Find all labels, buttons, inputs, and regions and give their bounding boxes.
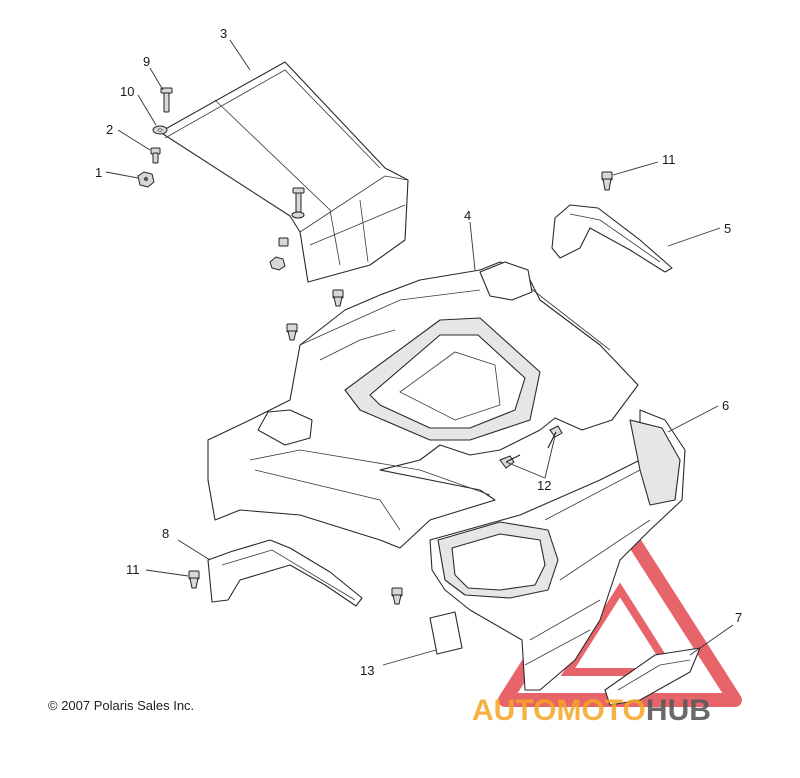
fastener-11-lower [188, 570, 200, 589]
hardware-nut-1 [137, 171, 155, 188]
fastener-11-upper [601, 171, 613, 191]
leader-lines [105, 39, 734, 666]
callout-3: 3 [220, 26, 227, 41]
part-3-storage-lid [159, 61, 409, 283]
screw-12-b [547, 425, 563, 449]
fastener-body-b [286, 323, 298, 341]
watermark-hub: HUB [645, 694, 711, 727]
callout-7: 7 [735, 610, 742, 625]
part-8-left-rail [207, 539, 363, 607]
callout-6: 6 [722, 398, 729, 413]
callout-1: 1 [95, 165, 102, 180]
hardware-screw-2 [150, 147, 161, 164]
fastener-body-a [332, 289, 344, 307]
callout-11-upper: 11 [662, 152, 676, 167]
callout-13: 13 [360, 663, 374, 678]
fastener-body-c [391, 587, 403, 605]
part-5-right-rail [551, 204, 673, 273]
part-4-rear-body [207, 261, 639, 549]
part-13-decal [429, 611, 463, 655]
callout-11-lower: 11 [126, 562, 140, 577]
part-7-plate [604, 647, 701, 706]
callout-12: 12 [537, 478, 551, 493]
callout-10: 10 [120, 84, 134, 99]
callout-8: 8 [162, 526, 169, 541]
hardware-washer-10 [152, 125, 168, 135]
callout-5: 5 [724, 221, 731, 236]
watermark-auto: AUTO [472, 694, 557, 727]
watermark-moto: MOTO [556, 694, 646, 727]
copyright-text: © 2007 Polaris Sales Inc. [48, 698, 195, 713]
hardware-bolt-lid [269, 187, 305, 271]
callout-2: 2 [106, 122, 113, 137]
callouts: 1 2 3 4 5 6 7 8 9 10 11 11 12 13 [95, 26, 742, 678]
part-6-rear-fascia [429, 409, 686, 691]
hardware-bolt-9 [160, 87, 173, 113]
watermark-logo: AUTOMOTOHUB [472, 694, 711, 728]
callout-9: 9 [143, 54, 150, 69]
callout-4: 4 [464, 208, 471, 223]
